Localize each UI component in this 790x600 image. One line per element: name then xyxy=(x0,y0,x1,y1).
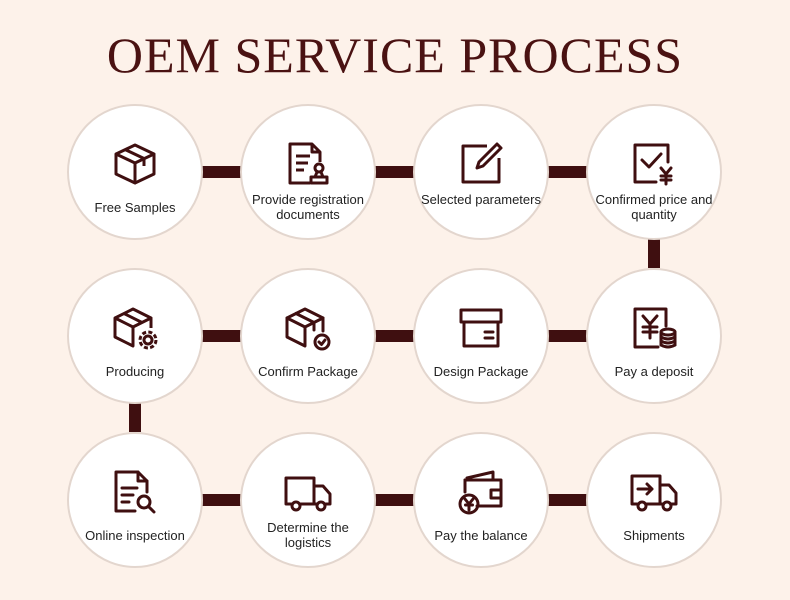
document-search-icon xyxy=(111,468,159,516)
step-label: Pay a deposit xyxy=(614,364,694,379)
connector xyxy=(200,330,244,342)
step-label: Provide registration documents xyxy=(252,192,364,222)
connector xyxy=(546,494,590,506)
step-selected-parameters: Selected parameters xyxy=(413,104,549,240)
step-label: Producing xyxy=(105,364,165,379)
step-design-package: Design Package xyxy=(413,268,549,404)
connector xyxy=(546,166,590,178)
step-shipments: Shipments xyxy=(586,432,722,568)
step-label: Pay the balance xyxy=(434,528,528,543)
price-check-icon xyxy=(630,140,678,188)
shipment-truck-icon xyxy=(630,468,678,516)
connector xyxy=(648,236,660,268)
connector xyxy=(200,166,244,178)
step-label: Shipments xyxy=(623,528,685,543)
step-provide-registration-documents: Provide registration documents xyxy=(240,104,376,240)
package-design-icon xyxy=(457,304,505,352)
step-online-inspection: Online inspection xyxy=(67,432,203,568)
step-label: Determine the logistics xyxy=(267,520,349,550)
connector xyxy=(374,494,418,506)
step-label: Online inspection xyxy=(85,528,185,543)
step-label: Selected parameters xyxy=(421,192,541,207)
step-confirm-package: Confirm Package xyxy=(240,268,376,404)
step-confirmed-price-and-quantity: Confirmed price and quantity xyxy=(586,104,722,240)
step-pay-the-balance: Pay the balance xyxy=(413,432,549,568)
step-determine-the-logistics: Determine the logistics xyxy=(240,432,376,568)
truck-icon xyxy=(284,468,332,516)
step-label: Confirm Package xyxy=(258,364,358,379)
yen-coins-icon xyxy=(630,304,678,352)
page-title: OEM SERVICE PROCESS xyxy=(106,27,684,83)
step-label: Design Package xyxy=(433,364,529,379)
connector xyxy=(129,400,141,432)
step-label: Free Samples xyxy=(94,200,176,215)
edit-icon xyxy=(457,140,505,188)
step-pay-a-deposit: Pay a deposit xyxy=(586,268,722,404)
connector xyxy=(200,494,244,506)
wallet-yen-icon xyxy=(457,468,505,516)
document-stamp-icon xyxy=(284,140,332,188)
package-check-icon xyxy=(284,304,332,352)
box-gear-icon xyxy=(111,304,159,352)
connector xyxy=(374,330,418,342)
connector xyxy=(546,330,590,342)
box-icon xyxy=(111,140,159,188)
step-free-samples: Free Samples xyxy=(67,104,203,240)
step-label: Confirmed price and quantity xyxy=(595,192,713,222)
connector xyxy=(374,166,418,178)
step-producing: Producing xyxy=(67,268,203,404)
